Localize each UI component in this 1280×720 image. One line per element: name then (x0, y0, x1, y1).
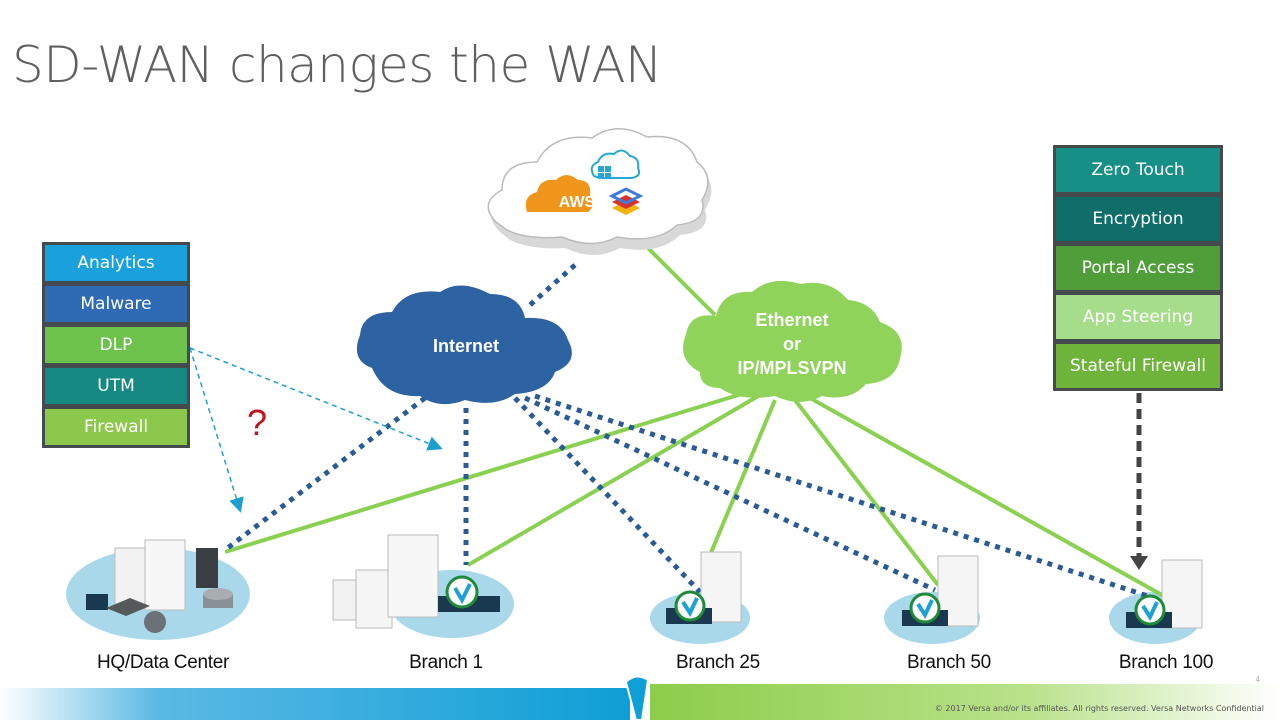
stack-item-portal-access: Portal Access (1056, 246, 1220, 290)
legacy-services-stack: Analytics Malware DLP UTM Firewall (42, 242, 190, 448)
azure-cloud-icon (590, 149, 641, 179)
stack-item-firewall: Firewall (45, 409, 187, 445)
mpls-link-branch25 (708, 399, 777, 556)
branch1-buildings (332, 534, 500, 629)
router-icon (144, 611, 166, 633)
hq-buildings (86, 539, 233, 633)
footer-band (0, 675, 1280, 720)
site-label-hq: HQ/Data Center (96, 652, 230, 673)
stack-item-encryption: Encryption (1056, 197, 1220, 241)
aws-icon (525, 175, 593, 212)
site-label-branch50: Branch 50 (907, 652, 991, 673)
mpls-link-branch50 (793, 398, 940, 587)
public-cloud (487, 128, 712, 255)
question-mark: ? (247, 402, 268, 443)
stack-item-app-steering: App Steering (1056, 295, 1220, 339)
stack-item-zero-touch: Zero Touch (1056, 148, 1220, 192)
dlp-arrows (189, 347, 443, 513)
hq-switch-icon (86, 594, 108, 610)
site-bases (66, 548, 1201, 644)
branch100-buildings (1126, 559, 1203, 629)
footer-blue-band (0, 688, 630, 720)
stack-item-dlp: DLP (45, 327, 187, 363)
mpls-link-cloud (643, 243, 717, 317)
mpls-label: Ethernet or IP/MPLSVPN (737, 308, 846, 380)
internet-link-hq (223, 396, 427, 552)
internet-label: Internet (432, 336, 500, 356)
branch50-buildings (902, 555, 979, 627)
hq-building-2 (144, 539, 186, 611)
branch25-buildings (666, 551, 742, 624)
mpls-cloud (683, 280, 902, 402)
site-label-branch25: Branch 25 (676, 652, 760, 673)
mpls-links (224, 243, 1163, 597)
stack-item-stateful-firewall: Stateful Firewall (1056, 344, 1220, 388)
hq-server-rack-icon (196, 548, 218, 588)
internet-cloud (356, 285, 572, 405)
aws-label: AWS (558, 194, 596, 211)
sdwan-services-stack: Zero Touch Encryption Portal Access App … (1053, 145, 1223, 391)
copyright-text: © 2017 Versa and/or its affiliates. All … (934, 704, 1264, 713)
stack-item-utm: UTM (45, 368, 187, 404)
slide-title: SD-WAN changes the WAN (12, 36, 662, 94)
google-cloud-icon (608, 187, 644, 215)
mpls-label-line3: IP/MPLSVPN (737, 358, 847, 378)
versa-logo-icon (624, 675, 650, 720)
internet-links (223, 263, 1161, 603)
mpls-label-line1: Ethernet (755, 310, 829, 330)
hq-firewall-icon (106, 598, 150, 616)
site-label-branch1: Branch 1 (409, 652, 483, 673)
site-label-branch100: Branch 100 (1118, 652, 1214, 673)
right-stack-arrowhead-icon (1130, 556, 1148, 570)
internet-link-branch25 (513, 396, 702, 594)
stack-item-analytics: Analytics (45, 245, 187, 281)
internet-link-branch50 (523, 395, 937, 593)
dlp-arrow-hq (189, 347, 244, 513)
stack-item-malware: Malware (45, 286, 187, 322)
windows-icon (598, 166, 611, 179)
mpls-label-line2: or (783, 334, 801, 354)
mpls-link-branch1 (466, 393, 762, 567)
mpls-link-hq (224, 390, 749, 554)
internet-link-cloud (528, 263, 577, 307)
footer-green-band (650, 684, 1280, 720)
public-cloud-shape (487, 128, 709, 245)
page-number: 4 (1255, 675, 1260, 684)
mpls-link-branch100 (809, 396, 1163, 597)
